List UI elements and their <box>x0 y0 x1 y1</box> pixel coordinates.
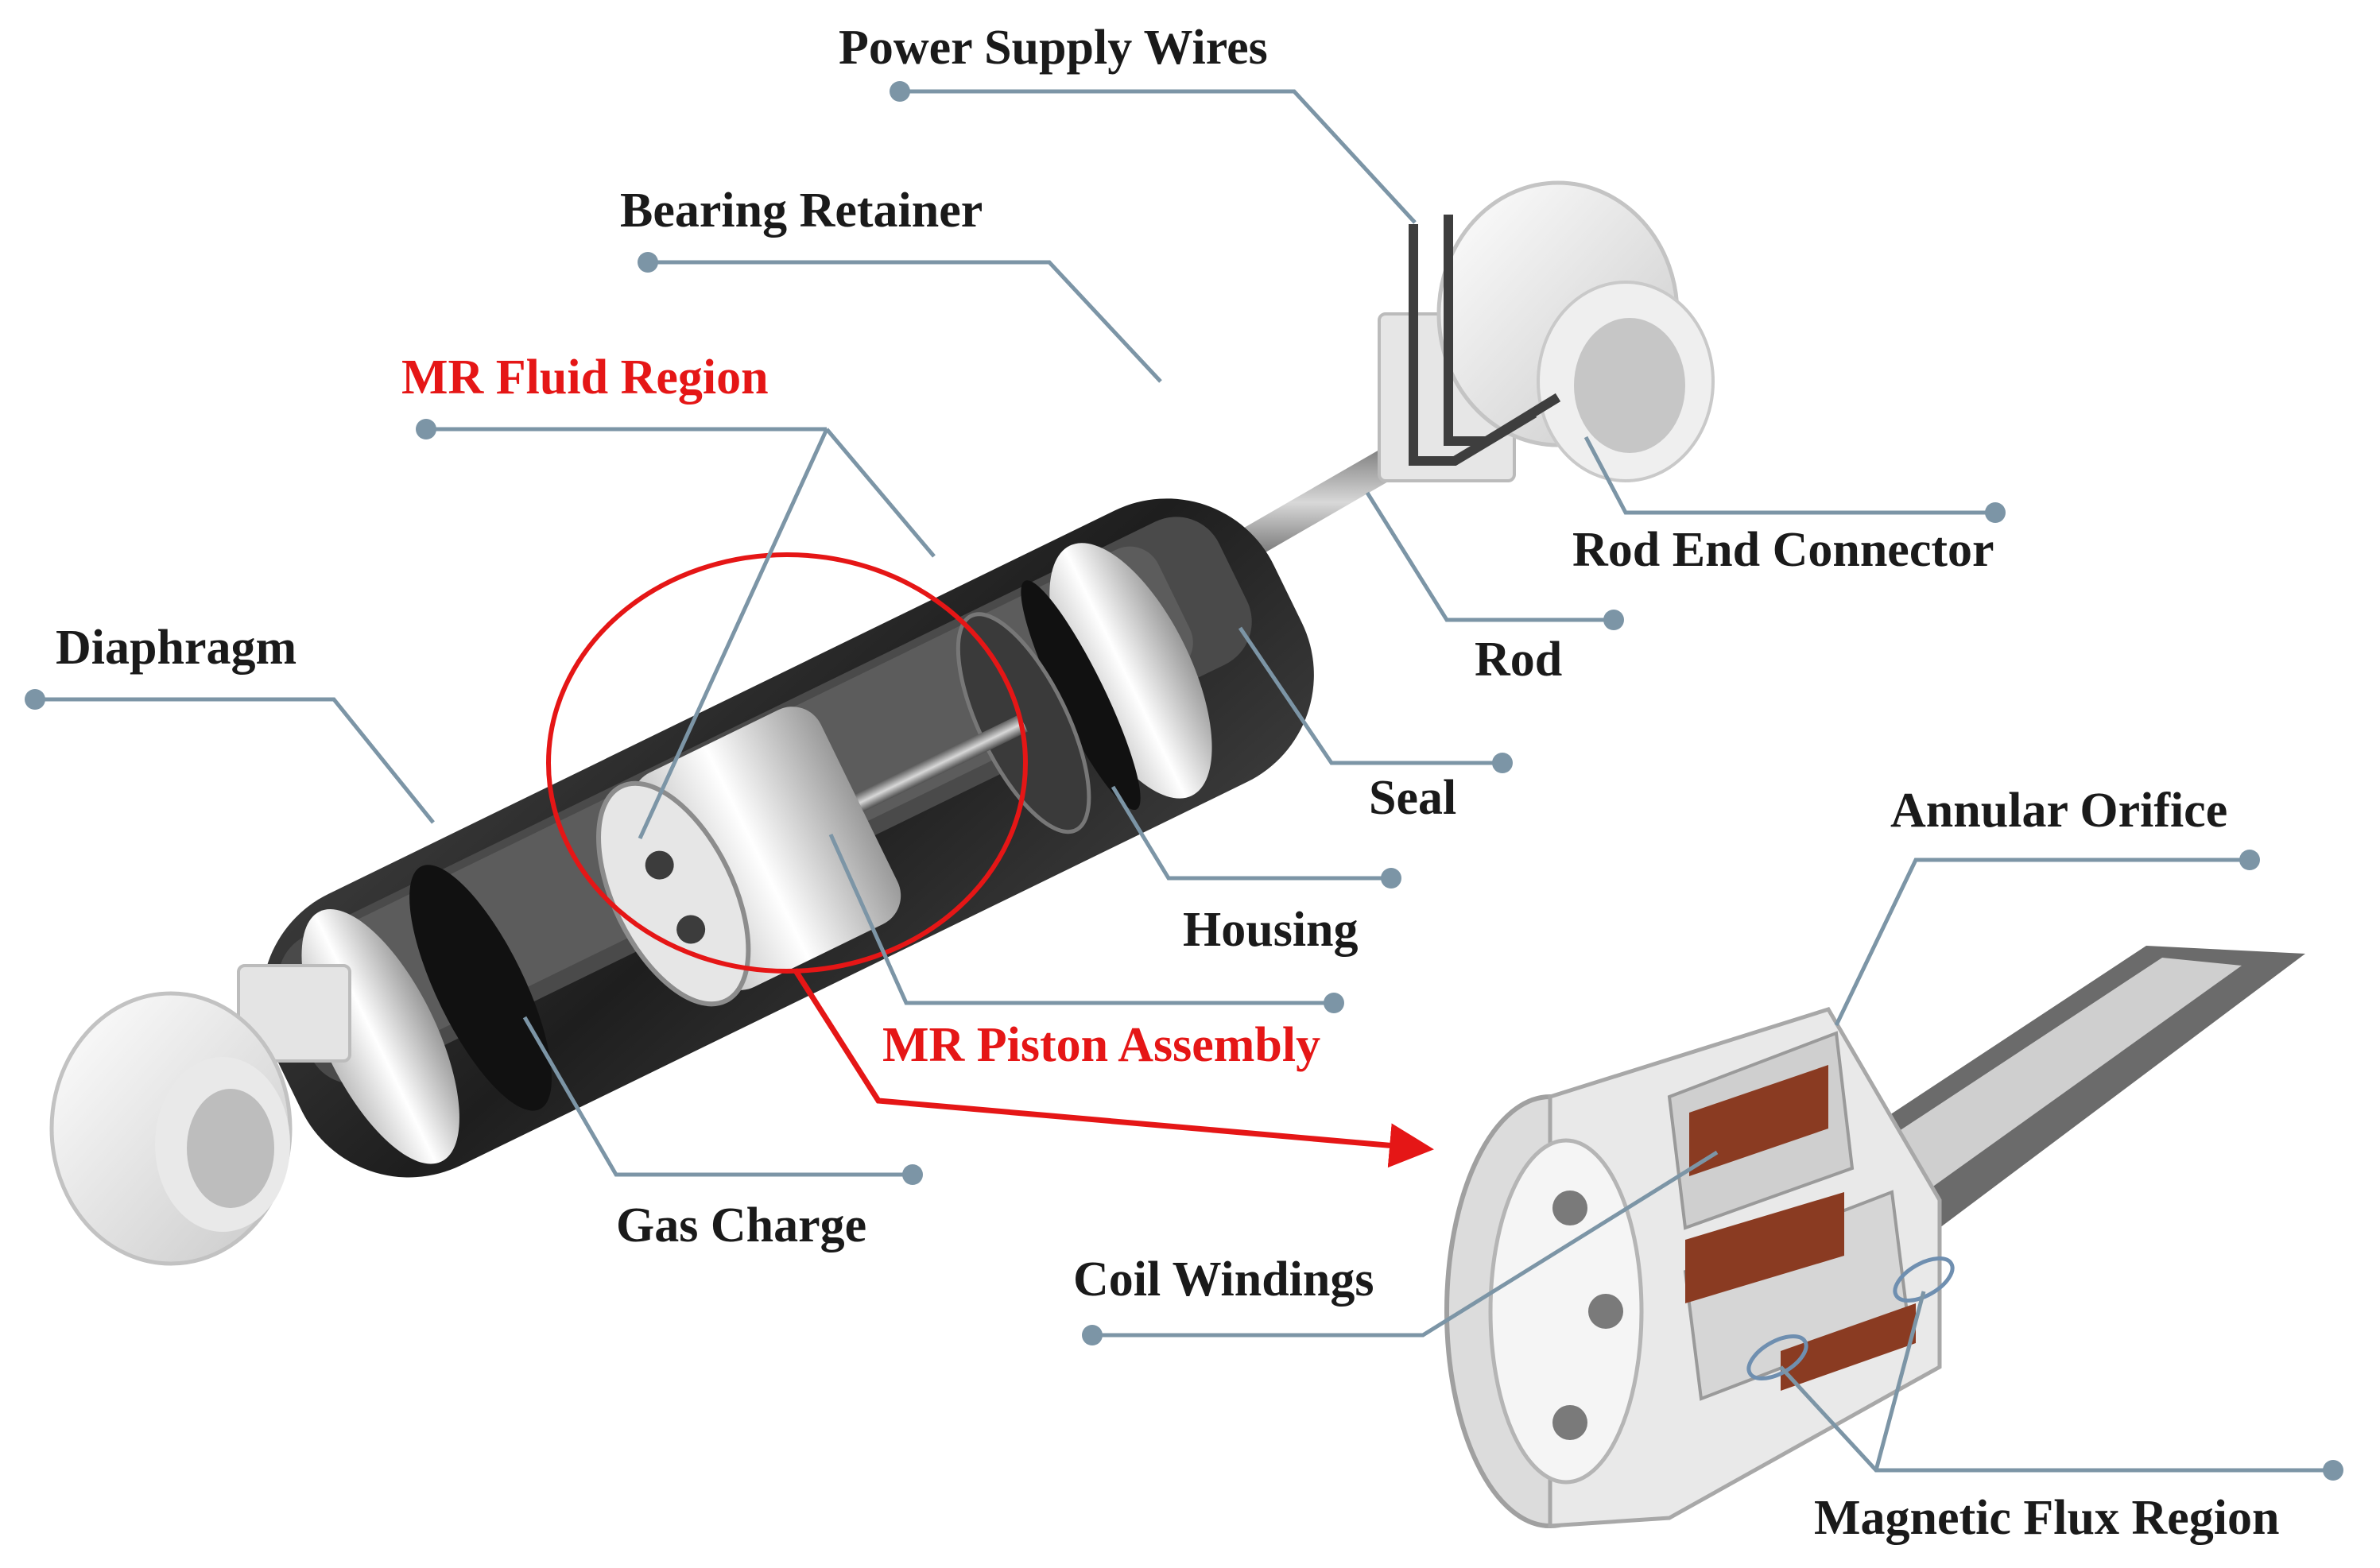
label-rod-end-connector: Rod End Connector <box>1572 523 1994 577</box>
leader-bearing-retainer <box>648 260 1162 383</box>
label-seal: Seal <box>1369 771 1456 825</box>
label-housing: Housing <box>1183 903 1359 957</box>
leader-coil-windings <box>1092 1150 1719 1338</box>
label-coil-windings: Coil Windings <box>1073 1252 1374 1307</box>
leader-mr-piston-assembly <box>828 833 1334 1005</box>
leader-seal <box>1238 626 1502 765</box>
label-power-supply-wires: Power Supply Wires <box>839 21 1268 75</box>
leader-lines <box>35 89 2333 1473</box>
leader-dots <box>25 81 2343 1481</box>
leader-magnetic-flux-region-b <box>1874 1291 1926 1471</box>
label-gas-charge: Gas Charge <box>616 1198 866 1252</box>
label-mr-piston-assembly: MR Piston Assembly <box>882 1018 1320 1072</box>
label-mr-fluid-region: MR Fluid Region <box>401 350 769 405</box>
leader-rod <box>1365 491 1614 622</box>
label-annular-orifice: Annular Orifice <box>1890 784 2227 838</box>
rod-end-connector <box>1378 180 1715 482</box>
damper-body <box>49 180 1715 1266</box>
leader-rod-end-connector <box>1583 436 1995 515</box>
left-rod-end-eyelet <box>49 964 351 1266</box>
leader-mr-fluid-region-a <box>638 428 829 840</box>
labels: Power Supply Wires Bearing Retainer MR F… <box>56 21 2280 1545</box>
leader-mr-fluid-region-b <box>825 428 936 558</box>
piston-detail <box>1444 946 2305 1528</box>
label-diaphragm: Diaphragm <box>56 621 297 675</box>
label-bearing-retainer: Bearing Retainer <box>620 184 983 238</box>
label-rod: Rod <box>1475 633 1562 687</box>
piston-highlight-circle <box>546 552 1028 974</box>
label-magnetic-flux-region: Magnetic Flux Region <box>1814 1491 2280 1545</box>
piston-detail-arrow <box>793 968 1434 1168</box>
housing-cylinder <box>262 498 1314 1178</box>
leader-diaphragm <box>35 697 435 824</box>
leader-gas-charge <box>522 1016 913 1177</box>
coil-windings-shapes <box>1685 1065 1916 1391</box>
leader-housing <box>1111 785 1391 881</box>
leader-annular-orifice <box>1834 858 2250 1027</box>
power-supply-wires <box>1409 215 1561 466</box>
leader-power-supply-wires <box>900 89 1417 224</box>
